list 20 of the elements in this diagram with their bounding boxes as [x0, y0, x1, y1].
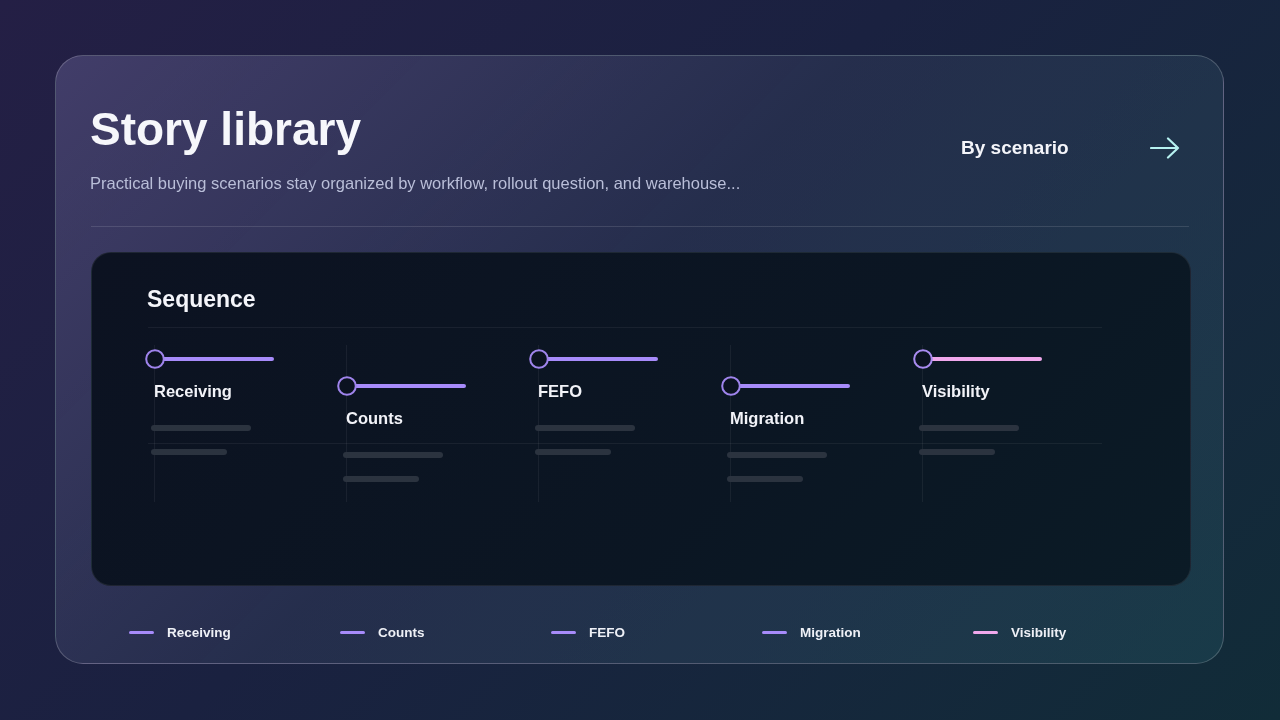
step-label: Counts [346, 408, 403, 429]
legend-label: Receiving [167, 624, 231, 642]
view-mode-label: By scenario [961, 136, 1069, 160]
step-label: Receiving [154, 381, 232, 402]
timeline-step [145, 345, 277, 505]
step-label: Visibility [922, 381, 990, 402]
timeline-step [913, 345, 1045, 505]
step-label: Migration [730, 408, 805, 429]
subtitle-text: Practical buying scenarios stay organized by workflow, rollout question, and warehouse... [90, 173, 741, 194]
legend-label: FEFO [589, 624, 625, 642]
page-title: Story library [90, 102, 361, 156]
timeline-step [721, 345, 853, 505]
timeline-step [337, 345, 469, 505]
timeline-step [529, 345, 661, 505]
step-label: FEFO [538, 381, 582, 402]
legend-label: Counts [378, 624, 425, 642]
legend-label: Migration [800, 624, 861, 642]
panel-heading: Sequence [147, 285, 256, 313]
legend-label: Visibility [1011, 624, 1067, 642]
sequence-panel [91, 252, 1191, 586]
